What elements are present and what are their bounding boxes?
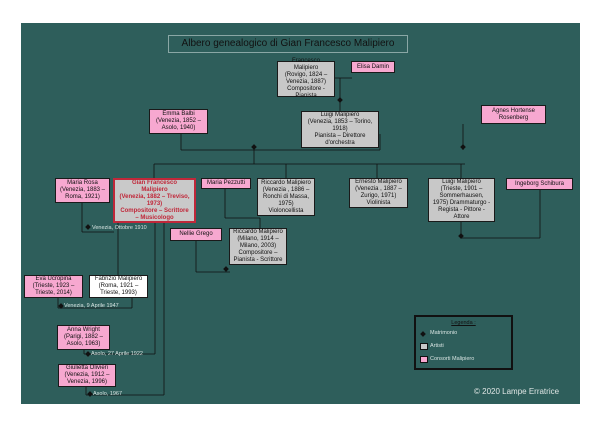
legend-spouses-swatch: [420, 356, 428, 363]
person-elisa-damin: Elisa Damin: [351, 61, 395, 73]
person-maria-rosa: Maria Rosa (Venezia, 1883 – Roma, 1921): [55, 178, 110, 203]
person-riccardo-malipiero-senior: Riccardo Malipiero (Venezia , 1886 – Ron…: [257, 178, 315, 216]
person-emma-balbi: Emma Balbi (Venezia, 1852 – Asolo, 1940): [149, 109, 208, 134]
legend-marriage-label: Matrimonio: [430, 330, 458, 336]
legend-heading: Legenda :: [451, 320, 476, 326]
marriage-note: Asolo, 27 Aprile 1922: [91, 351, 143, 357]
legend-artists-swatch: [420, 343, 428, 350]
page-title: Albero genealogico di Gian Francesco Mal…: [168, 35, 408, 53]
person-agnes-hortense-rosenberg: Agnes Hortense Rosenberg: [481, 105, 546, 124]
legend: Legenda : Matrimonio Artisti Consorti Ma…: [414, 315, 513, 370]
person-francesco-malipiero: Francesco Malipiero (Rovigo, 1824 – Vene…: [277, 58, 335, 99]
marriage-note: Asolo, 1967: [93, 391, 123, 397]
copyright-notice: © 2020 Lampe Erratrice: [474, 387, 560, 396]
legend-marriage-dot: [420, 331, 426, 337]
legend-spouses-label: Consorti Malipiero: [430, 356, 475, 362]
person-eva-ucropina: Eva Ucropina (Trieste, 1923 – Trieste, 2…: [24, 275, 83, 298]
legend-artists-label: Artisti: [430, 343, 444, 349]
marriage-note: Venezia, Ottobre 1910: [92, 225, 147, 231]
person-maria-pezzutti: Maria Pezzutti: [201, 178, 251, 189]
person-nellie-grego: Nellie Grego: [170, 228, 222, 241]
person-luigi-malipiero-junior: Luigi Malipiero (Trieste, 1901 – Sommerh…: [428, 178, 495, 222]
person-luigi-malipiero-senior: Luigi Malipiero (Venezia, 1853 – Torino,…: [301, 111, 379, 148]
person-ernesto-malipiero: Ernesto Malipiero (Venezia , 1887 – Zuri…: [349, 178, 408, 208]
marriage-note: Venezia, 9 Aprile 1947: [64, 303, 119, 309]
person-ingeborg-schibura: Ingeborg Schibura: [506, 178, 573, 190]
person-giulietta-olivieri: Giulietta Olivieri (Venezia, 1912 – Vene…: [58, 364, 116, 387]
person-fabrizio-malipiero: Fabrizio Malipiero (Roma, 1921 – Trieste…: [89, 275, 148, 298]
person-gian-francesco-malipiero: Gian Francesco Malipiero (Venezia, 1882 …: [113, 178, 196, 223]
person-riccardo-malipiero-junior: Riccardo Malipiero (Milano, 1914 – Milan…: [229, 228, 287, 265]
person-anna-wright: Anna Wright (Parigi, 1882 – Asolo, 1963): [57, 325, 110, 350]
